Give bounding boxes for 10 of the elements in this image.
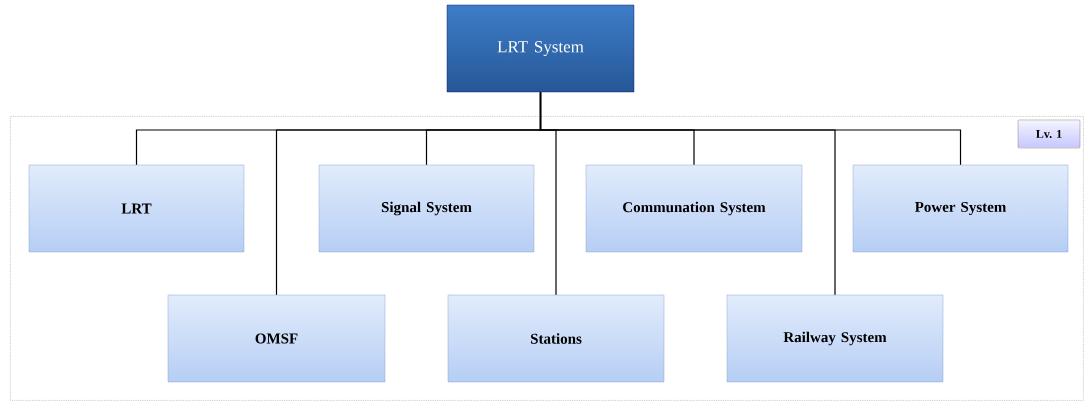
level-tag: Lv. 1	[1017, 119, 1081, 149]
unit-box: Railway System	[726, 294, 944, 383]
root-box: LRT System	[446, 4, 635, 93]
unit-box: Power System	[852, 164, 1069, 253]
unit-box: LRT	[28, 164, 245, 253]
unit-box: Signal System	[318, 164, 535, 253]
unit-box: Stations	[447, 294, 665, 383]
connector-line	[539, 91, 836, 296]
unit-box: Communation System	[585, 164, 803, 253]
unit-box: OMSF	[167, 294, 386, 383]
